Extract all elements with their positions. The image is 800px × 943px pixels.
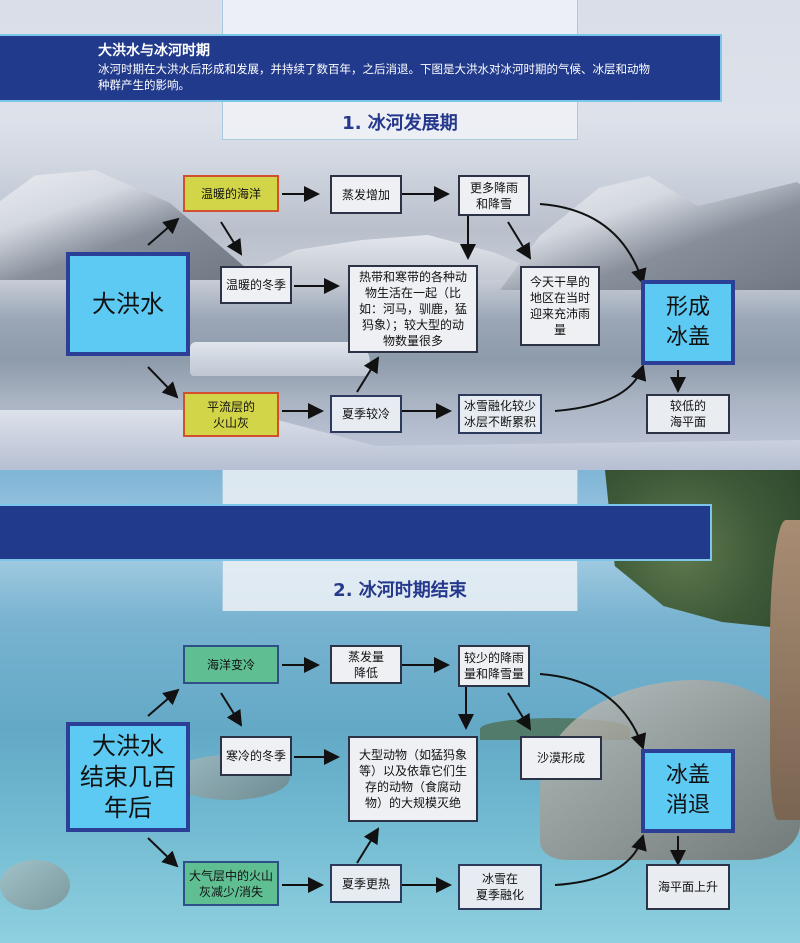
volcanic-ash-reduced-box: 大气层中的火山 灰减少/消失 xyxy=(183,861,279,906)
section1-title: 1. 冰河发展期 xyxy=(342,113,458,134)
section2-banner xyxy=(0,504,712,561)
ice-sheet-forms-label: 形成 冰盖 xyxy=(665,294,710,350)
warm-ocean-box: 温暖的海洋 xyxy=(183,175,279,212)
ice-floe xyxy=(190,342,370,376)
ocean-cools-label: 海洋变冷 xyxy=(206,657,255,672)
evaporation-lower-box: 蒸发量 降低 xyxy=(330,645,402,684)
ice-accumulates-label: 冰雪融化较少 冰层不断累积 xyxy=(463,399,536,429)
evaporation-lower-label: 蒸发量 降低 xyxy=(347,649,384,680)
ice-sheet-forms-box: 形成 冰盖 xyxy=(641,280,735,365)
low-sea-level-label: 较低的 海平面 xyxy=(669,399,706,429)
mass-extinction-box: 大型动物（如猛犸象等）以及依靠它们生存的动物（食腐动物）的大规模灭绝 xyxy=(348,736,478,822)
dry-regions-rain-label: 今天干旱的地区在当时迎来充沛雨量 xyxy=(530,275,591,337)
after-flood-box: 大洪水 结束几百 年后 xyxy=(66,722,190,832)
more-precipitation-label: 更多降雨 和降雪 xyxy=(469,180,518,211)
warm-winter-label: 温暖的冬季 xyxy=(225,278,286,292)
section1-title-panel xyxy=(222,102,578,140)
less-precipitation-box: 较少的降雨 量和降雪量 xyxy=(458,645,530,687)
section2-title-panel xyxy=(222,561,578,611)
desert-forms-box: 沙漠形成 xyxy=(520,736,602,780)
section2-title: 2. 冰河时期结束 xyxy=(333,580,467,601)
intro-title: 大洪水与冰河时期 xyxy=(98,43,210,59)
ocean-cools-box: 海洋变冷 xyxy=(183,645,279,684)
evaporation-increase-box: 蒸发增加 xyxy=(330,175,402,214)
snow-melts-box: 冰雪在 夏季融化 xyxy=(458,864,542,910)
more-precipitation-box: 更多降雨 和降雪 xyxy=(458,175,530,216)
low-sea-level-box: 较低的 海平面 xyxy=(646,394,730,434)
dry-regions-rain-box: 今天干旱的地区在当时迎来充沛雨量 xyxy=(520,266,600,346)
ice-sheet-retreats-box: 冰盖 消退 xyxy=(641,749,735,833)
snow-melts-label: 冰雪在 夏季融化 xyxy=(475,872,524,902)
cool-summer-label: 夏季较冷 xyxy=(341,407,390,421)
hotter-summer-box: 夏季更热 xyxy=(330,864,402,903)
flood-box: 大洪水 xyxy=(66,252,190,356)
intro-banner xyxy=(0,34,722,102)
animals-coexist-box: 热带和寒带的各种动物生活在一起（比如：河马，驯鹿，猛犸象）；较大型的动物数量很多 xyxy=(348,265,478,353)
sea-level-rise-label: 海平面上升 xyxy=(657,880,718,894)
sea-level-rise-box: 海平面上升 xyxy=(646,864,730,910)
flood-label: 大洪水 xyxy=(92,290,164,318)
animals-coexist-label: 热带和寒带的各种动物生活在一起（比如：河马，驯鹿，猛犸象）；较大型的动物数量很多 xyxy=(358,270,467,348)
header-panel xyxy=(222,0,578,34)
hotter-summer-label: 夏季更热 xyxy=(341,876,390,891)
less-precipitation-label: 较少的降雨 量和降雪量 xyxy=(463,651,524,681)
ice-sheet-retreats-label: 冰盖 消退 xyxy=(665,763,710,818)
after-flood-label: 大洪水 结束几百 年后 xyxy=(80,731,176,822)
tall-rock xyxy=(770,520,800,820)
warm-ocean-label: 温暖的海洋 xyxy=(200,186,261,201)
mass-extinction-label: 大型动物（如猛犸象等）以及依靠它们生存的动物（食腐动物）的大规模灭绝 xyxy=(358,748,467,810)
volcanic-ash-box: 平流层的 火山灰 xyxy=(183,392,279,437)
intro-text: 冰河时期在大洪水后形成和发展，并持续了数百年，之后消退。下图是大洪水对冰河时期的… xyxy=(98,62,650,92)
cool-summer-box: 夏季较冷 xyxy=(330,395,402,433)
header-panel xyxy=(222,470,578,505)
warm-winter-box: 温暖的冬季 xyxy=(220,266,292,304)
evaporation-increase-label: 蒸发增加 xyxy=(341,187,390,202)
volcanic-ash-reduced-label: 大气层中的火山 灰减少/消失 xyxy=(188,868,273,899)
volcanic-ash-label: 平流层的 火山灰 xyxy=(206,399,255,430)
cold-winter-label: 寒冷的冬季 xyxy=(225,749,286,763)
ice-accumulates-box: 冰雪融化较少 冰层不断累积 xyxy=(458,394,542,434)
desert-forms-label: 沙漠形成 xyxy=(536,751,585,765)
cold-winter-box: 寒冷的冬季 xyxy=(220,736,292,776)
rock xyxy=(0,860,70,910)
